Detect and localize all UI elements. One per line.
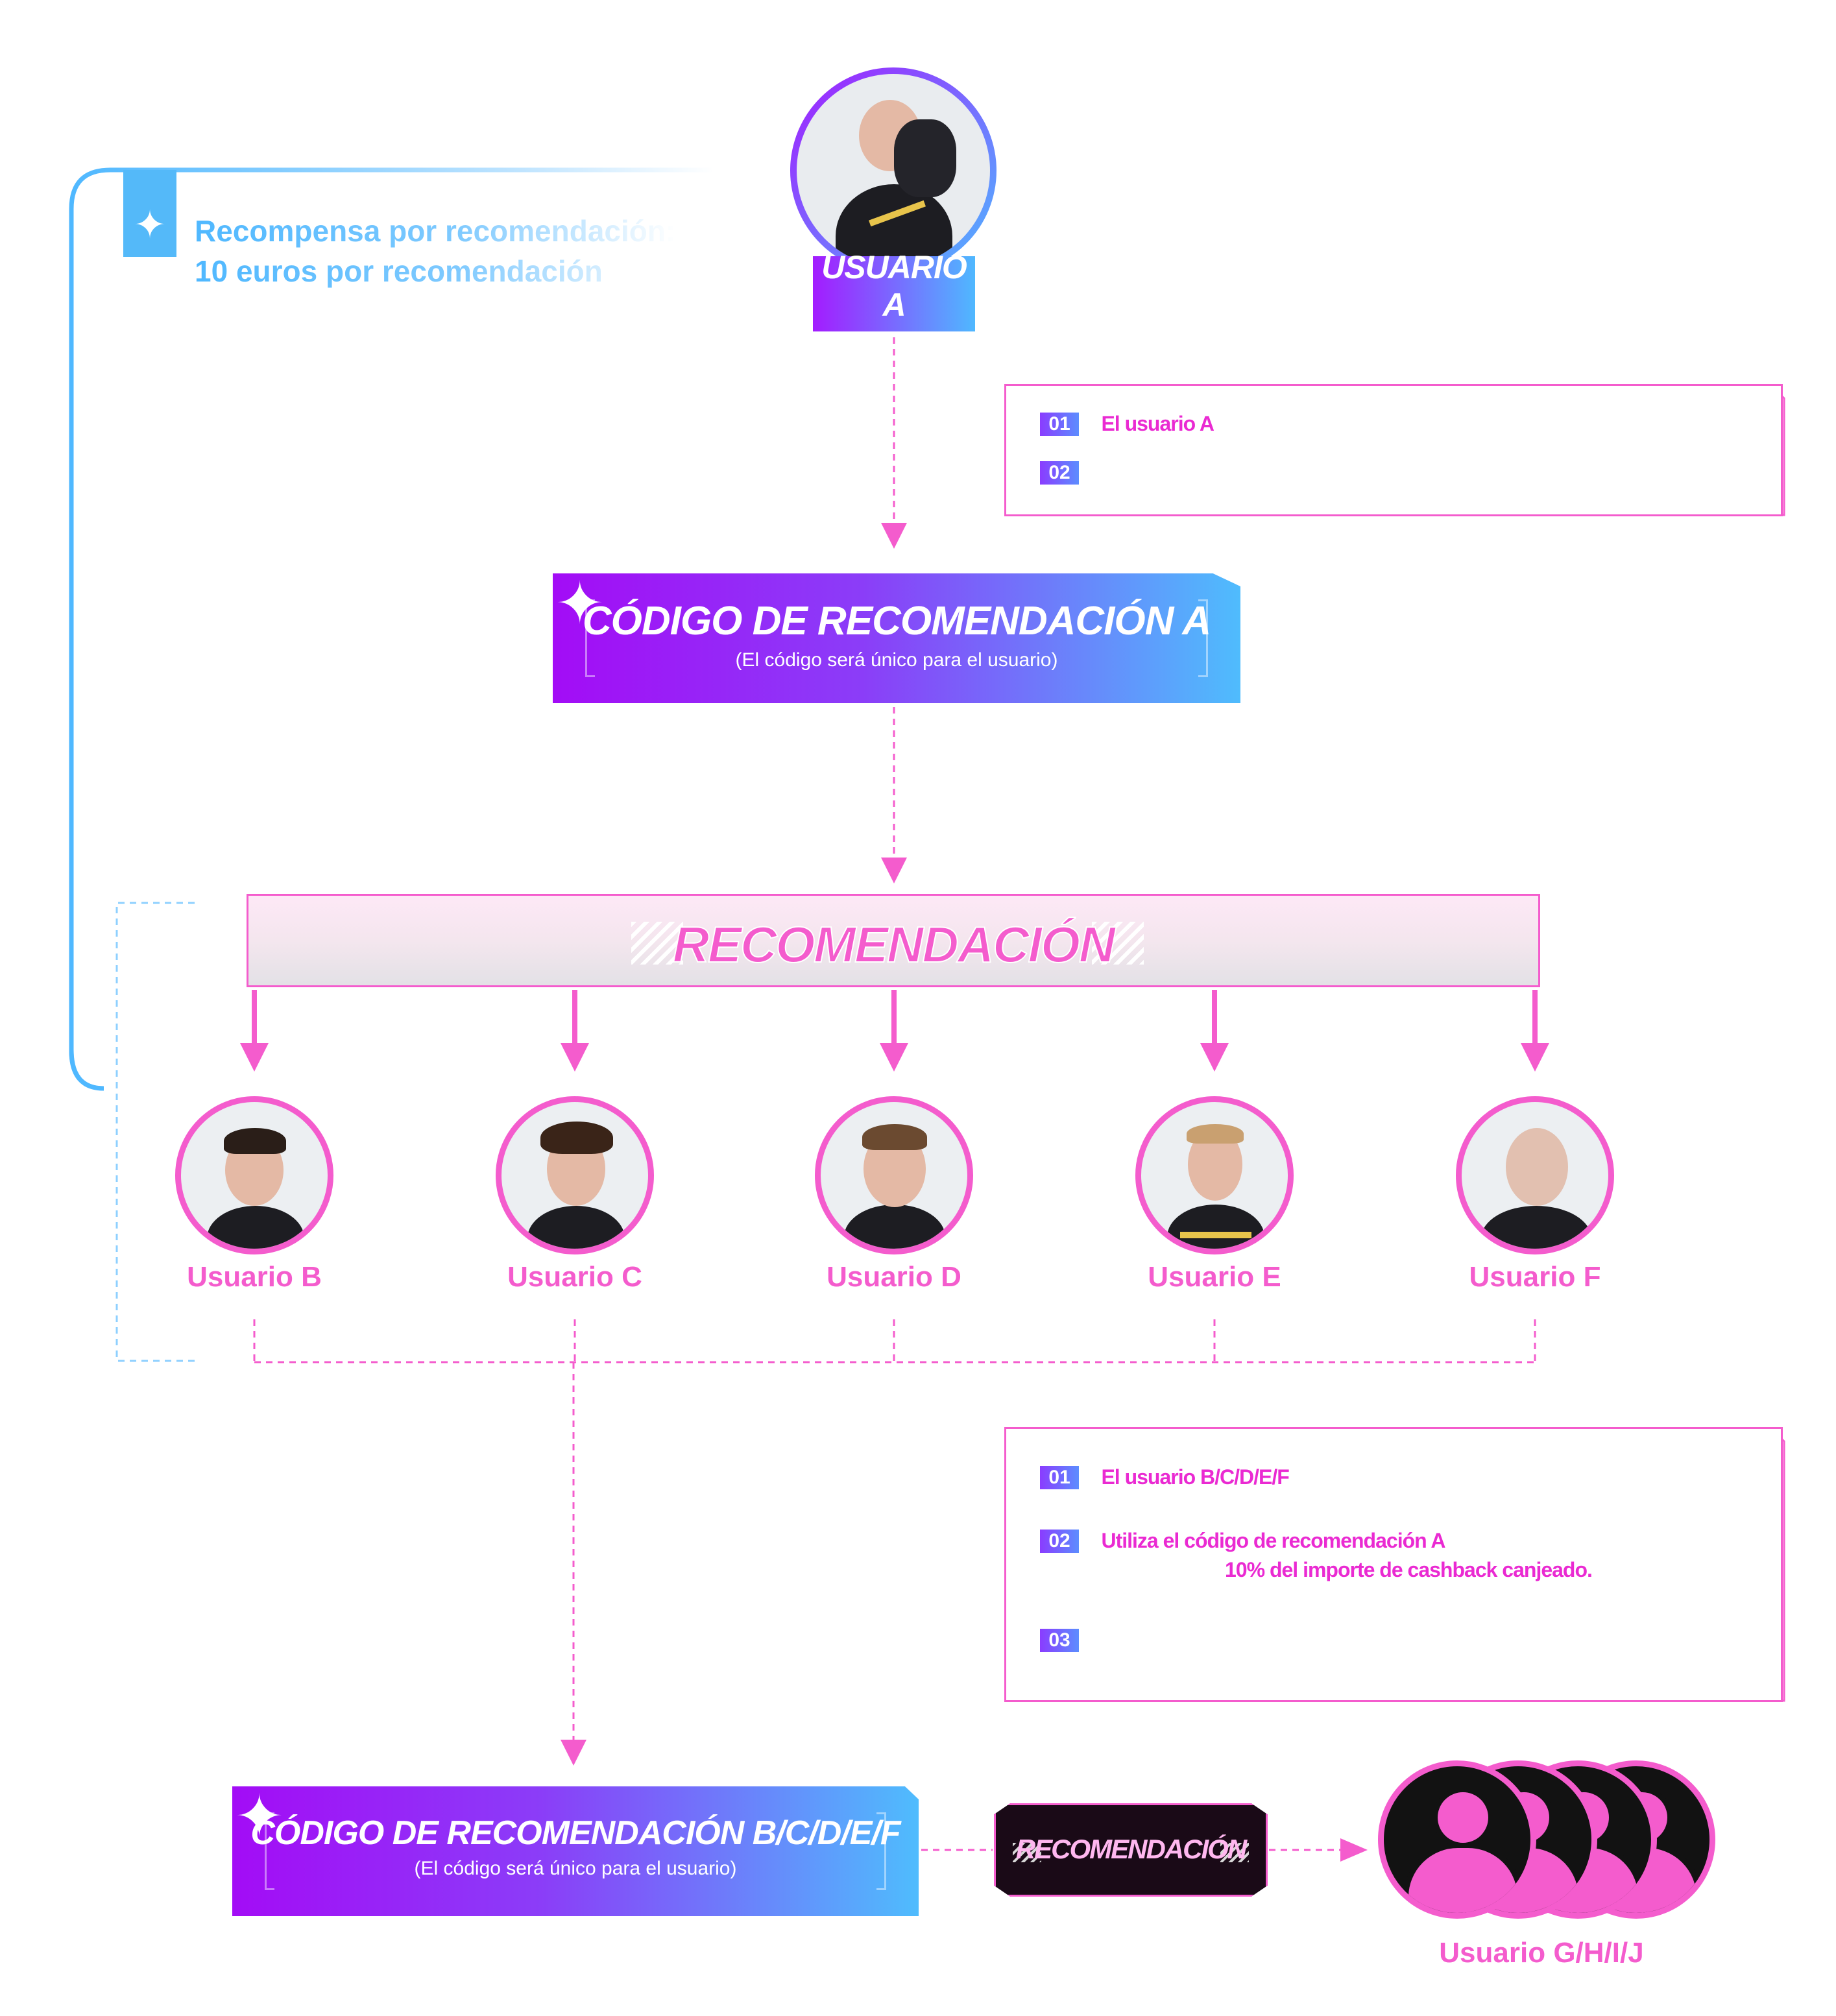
user-e-avatar <box>1135 1096 1294 1254</box>
user-silhouette-icon <box>1378 1760 1536 1919</box>
bracket-decoration <box>265 1812 274 1890</box>
step-badge: 03 <box>1040 1629 1079 1652</box>
star-icon: ✦ <box>555 571 605 636</box>
user-f-label: Usuario F <box>1469 1261 1601 1293</box>
sparkle-icon: ✦ <box>123 170 176 257</box>
reward-line-1: Recompensa por recomendación: <box>195 214 676 248</box>
arrow-to-code-a <box>881 523 907 549</box>
hatch-decoration <box>1092 922 1144 965</box>
reward-text: Recompensa por recomendación: 10 euros p… <box>195 211 675 291</box>
info-box-1: 01 El usuario A 02 <box>1004 384 1783 516</box>
info-box-1-row-1: 01 El usuario A <box>1040 412 1214 436</box>
step-text: Utiliza el código de recomendación A <box>1101 1529 1445 1552</box>
step-text: El usuario B/C/D/E/F <box>1101 1465 1289 1489</box>
arrow-to-rec-bar <box>881 858 907 883</box>
arrow-to-code-bcdef <box>561 1740 586 1766</box>
user-a-tag: USUARIO A <box>813 249 975 331</box>
code-banner-a: ✦ CÓDIGO DE RECOMENDACIÓN A (El código s… <box>553 573 1240 703</box>
recommendation-bar: RECOMENDACIÓN <box>247 894 1540 987</box>
user-b-label: Usuario B <box>187 1261 322 1293</box>
blue-bracket-vertical <box>69 214 104 1091</box>
bracket-decoration <box>876 1812 886 1890</box>
hatch-decoration <box>1013 1843 1041 1862</box>
info-box-1-row-2: 02 <box>1040 461 1101 485</box>
step-badge: 02 <box>1040 461 1079 485</box>
reward-line-2: 10 euros por recomendación <box>195 254 603 288</box>
arrow-to-group <box>1340 1838 1368 1862</box>
user-b-avatar <box>175 1096 333 1254</box>
star-icon: ✦ <box>235 1784 284 1849</box>
step-badge: 01 <box>1040 1465 1079 1489</box>
recommendation-title: RECOMENDACIÓN <box>672 915 1116 974</box>
user-d-label: Usuario D <box>827 1261 961 1293</box>
user-a-label: USUARIO A <box>821 249 967 323</box>
user-e-label: Usuario E <box>1148 1261 1281 1293</box>
step-badge: 01 <box>1040 412 1079 436</box>
group-label: Usuario G/H/I/J <box>1439 1937 1644 1969</box>
info-box-2-row-2-line-2: 10% del importe de cashback canjeado. <box>1225 1558 1593 1581</box>
recommendation-pill-label: RECOMENDACIÓN <box>1015 1834 1247 1864</box>
code-a-title: CÓDIGO DE RECOMENDACIÓN A <box>582 599 1211 643</box>
hatch-decoration <box>631 922 683 965</box>
step-badge: 02 <box>1040 1529 1079 1553</box>
code-a-subtitle: (El código será único para el usuario) <box>735 649 1058 671</box>
user-c-label: Usuario C <box>507 1261 642 1293</box>
code-banner-bcdef: ✦ CÓDIGO DE RECOMENDACIÓN B/C/D/E/F (El … <box>232 1786 919 1916</box>
info-box-2-row-1: 01 El usuario B/C/D/E/F <box>1040 1465 1290 1489</box>
info-box-2-row-2: 02 Utiliza el código de recomendación A <box>1040 1529 1445 1553</box>
code-bcdef-title: CÓDIGO DE RECOMENDACIÓN B/C/D/E/F <box>250 1814 900 1852</box>
bracket-decoration <box>1198 599 1208 677</box>
recommendation-pill: RECOMENDACIÓN <box>994 1803 1268 1897</box>
info-box-2-row-3: 03 <box>1040 1629 1101 1652</box>
step-text: El usuario A <box>1101 412 1214 435</box>
bracket-decoration <box>585 599 595 677</box>
hatch-decoration <box>1220 1843 1249 1862</box>
blue-dashed-frame <box>115 902 195 1362</box>
user-c-avatar <box>496 1096 654 1254</box>
info-box-2: 01 El usuario B/C/D/E/F 02 Utiliza el có… <box>1004 1427 1783 1702</box>
code-bcdef-subtitle: (El código será único para el usuario) <box>414 1858 737 1879</box>
user-d-avatar <box>815 1096 973 1254</box>
user-a-avatar <box>790 67 997 274</box>
user-f-avatar <box>1456 1096 1614 1254</box>
